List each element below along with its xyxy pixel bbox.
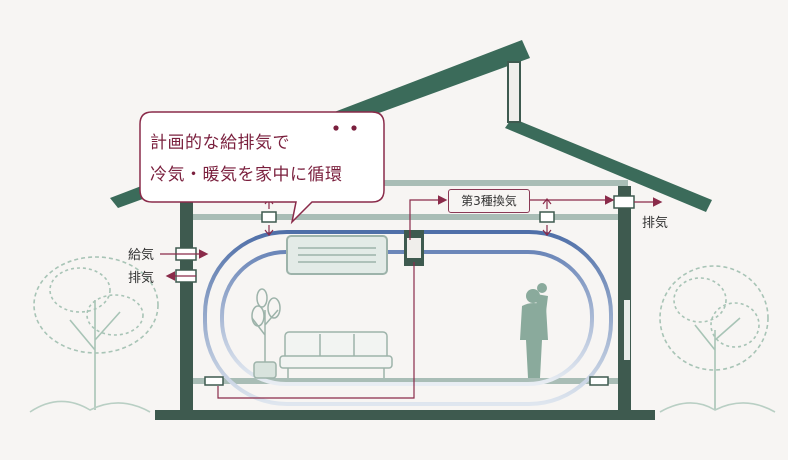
left-vent-arrows xyxy=(160,249,209,281)
emphasis-dot xyxy=(333,125,339,131)
roof-right xyxy=(505,118,712,212)
exhaust-route xyxy=(217,195,663,399)
exhaust-label-left: 排気 xyxy=(128,271,155,286)
wall-right xyxy=(618,186,631,412)
roof-chimney xyxy=(507,61,521,123)
people-silhouette-icon xyxy=(520,283,548,378)
right-window xyxy=(624,300,630,360)
attic-duct xyxy=(192,180,628,186)
central-duct xyxy=(404,230,424,266)
sofa-icon xyxy=(279,331,393,378)
vent-floor-left xyxy=(204,376,224,386)
vent-ceiling-right xyxy=(539,211,555,223)
exhaust-label-right: 排気 xyxy=(642,216,669,231)
bubble-line-2: 冷気・暖気を家中に循環 xyxy=(150,165,343,185)
foundation xyxy=(155,410,655,420)
vent-floor-right xyxy=(589,376,609,386)
wall-left xyxy=(180,200,193,412)
air-conditioner-icon xyxy=(286,235,388,275)
floor-duct xyxy=(192,378,628,384)
vent-ceiling-left xyxy=(261,211,277,223)
plant-icon xyxy=(251,288,281,379)
speech-bubble xyxy=(139,111,385,225)
vent-right-exhaust xyxy=(613,195,635,209)
tree-left-icon xyxy=(29,256,159,413)
tree-right-icon xyxy=(659,265,776,413)
supply-label-left: 給気 xyxy=(128,248,155,263)
ventilation-type-label: 第3種換気 xyxy=(448,189,530,213)
bubble-line-1: 計画的な給排気で xyxy=(150,133,290,153)
emphasis-dot xyxy=(351,125,357,131)
